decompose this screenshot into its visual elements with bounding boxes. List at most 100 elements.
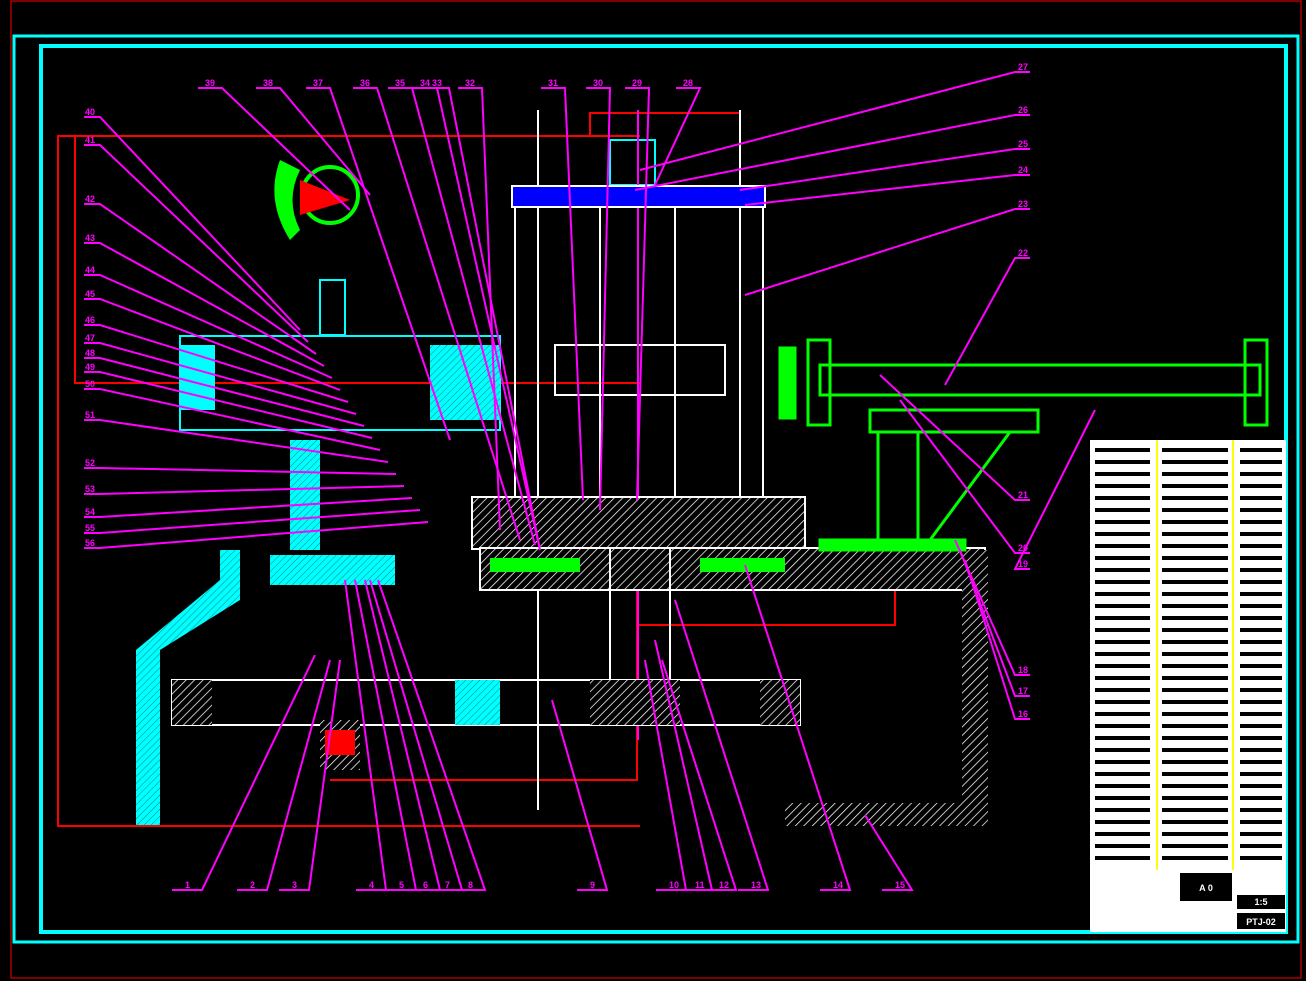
leader-line — [899, 399, 1030, 554]
leader-line — [364, 579, 442, 891]
leader-line — [84, 203, 317, 355]
balloon-label: 10 — [669, 880, 679, 890]
sheet-size: A 0 — [1199, 883, 1213, 893]
balloon-label: 34 — [420, 78, 430, 88]
balloon-label: 20 — [1018, 543, 1028, 553]
leader-line — [306, 87, 451, 441]
balloon-label: 32 — [465, 78, 475, 88]
balloon-label: 40 — [85, 107, 95, 117]
balloon-label: 42 — [85, 194, 95, 204]
leader-line — [84, 242, 325, 367]
leader-line — [413, 87, 541, 551]
balloon-label: 4 — [369, 880, 374, 890]
balloon-label: 26 — [1018, 105, 1028, 115]
balloon-label: 21 — [1018, 490, 1028, 500]
sheet-border — [10, 0, 1302, 979]
leader-line — [551, 699, 609, 891]
leader-line — [425, 87, 541, 551]
top-plate — [511, 185, 766, 208]
balloon-label: 46 — [85, 315, 95, 325]
feed-arm — [778, 338, 1269, 552]
title-block: A 0 1:5 PTJ-02 — [1090, 440, 1286, 932]
handwheel — [274, 160, 360, 240]
balloon-label: 56 — [85, 538, 95, 548]
leader-line — [84, 509, 421, 534]
leader-line — [625, 87, 651, 501]
leader-line — [279, 659, 341, 891]
balloon-label: 19 — [1018, 559, 1028, 569]
balloon-label: 17 — [1018, 686, 1028, 696]
balloon-label: 30 — [593, 78, 603, 88]
leader-line — [964, 559, 1030, 720]
leader-line — [634, 114, 1030, 191]
leader-line — [639, 71, 1030, 171]
leader-line — [674, 599, 770, 891]
leader-line — [744, 564, 852, 891]
balloon-label: 53 — [85, 484, 95, 494]
balloon-label: 22 — [1018, 248, 1028, 258]
leader-line — [84, 324, 349, 403]
balloon-label: 28 — [683, 78, 693, 88]
balloon-label: 29 — [632, 78, 642, 88]
leader-line — [864, 814, 914, 891]
balloon-label: 11 — [695, 880, 705, 890]
leader-line — [1013, 409, 1096, 570]
leader-line — [84, 342, 357, 415]
leader-line — [84, 419, 389, 463]
balloon-label: 27 — [1018, 62, 1028, 72]
leader-line — [739, 148, 1030, 191]
leader-line — [84, 357, 365, 427]
balloon-label: 12 — [719, 880, 729, 890]
balloon-label: 49 — [85, 362, 95, 372]
balloon-label: 51 — [85, 410, 95, 420]
balloon-label: 55 — [85, 523, 95, 533]
leader-line — [84, 497, 413, 518]
base — [471, 496, 988, 826]
leader-line — [84, 521, 429, 549]
leader-line — [959, 549, 1030, 697]
balloon-label: 1 — [185, 880, 190, 890]
balloon-label: 13 — [751, 880, 761, 890]
balloon-label: 25 — [1018, 139, 1028, 149]
balloon-label: 2 — [250, 880, 255, 890]
leader-line — [377, 579, 487, 891]
balloon-label: 15 — [895, 880, 905, 890]
outer-frame — [12, 34, 1300, 944]
balloon-label: 8 — [468, 880, 473, 890]
leader-line — [353, 87, 521, 541]
leader-line — [369, 579, 464, 891]
balloon-label: 24 — [1018, 165, 1028, 175]
leader-line — [541, 87, 584, 501]
balloon-label: 38 — [263, 78, 273, 88]
leader-line — [879, 374, 1030, 501]
balloon-label: 6 — [423, 880, 428, 890]
balloon-label: 37 — [313, 78, 323, 88]
balloon-label: 14 — [833, 880, 843, 890]
leader-line — [661, 659, 738, 891]
balloon-label: 47 — [85, 333, 95, 343]
leader-line — [744, 174, 1030, 206]
balloon-label: 9 — [590, 880, 595, 890]
balloon-label: 36 — [360, 78, 370, 88]
leader-line — [84, 485, 405, 495]
leader-line — [84, 371, 373, 439]
balloon-label: 23 — [1018, 199, 1028, 209]
leader-line — [458, 87, 501, 531]
balloon-label: 5 — [399, 880, 404, 890]
leader-line — [84, 116, 301, 331]
drawing-number: PTJ-02 — [1246, 917, 1276, 927]
leader-line — [84, 388, 381, 451]
leader-line — [84, 274, 333, 379]
balloon-label: 41 — [85, 135, 95, 145]
balloon-label: 35 — [395, 78, 405, 88]
balloon-label: 33 — [432, 78, 442, 88]
balloon-label: 52 — [85, 458, 95, 468]
balloon-label: 54 — [85, 507, 95, 517]
balloon-label: 7 — [445, 880, 450, 890]
balloon-label: 50 — [85, 379, 95, 389]
balloon-label: 45 — [85, 289, 95, 299]
balloon-label: 39 — [205, 78, 215, 88]
balloon-label: 48 — [85, 348, 95, 358]
